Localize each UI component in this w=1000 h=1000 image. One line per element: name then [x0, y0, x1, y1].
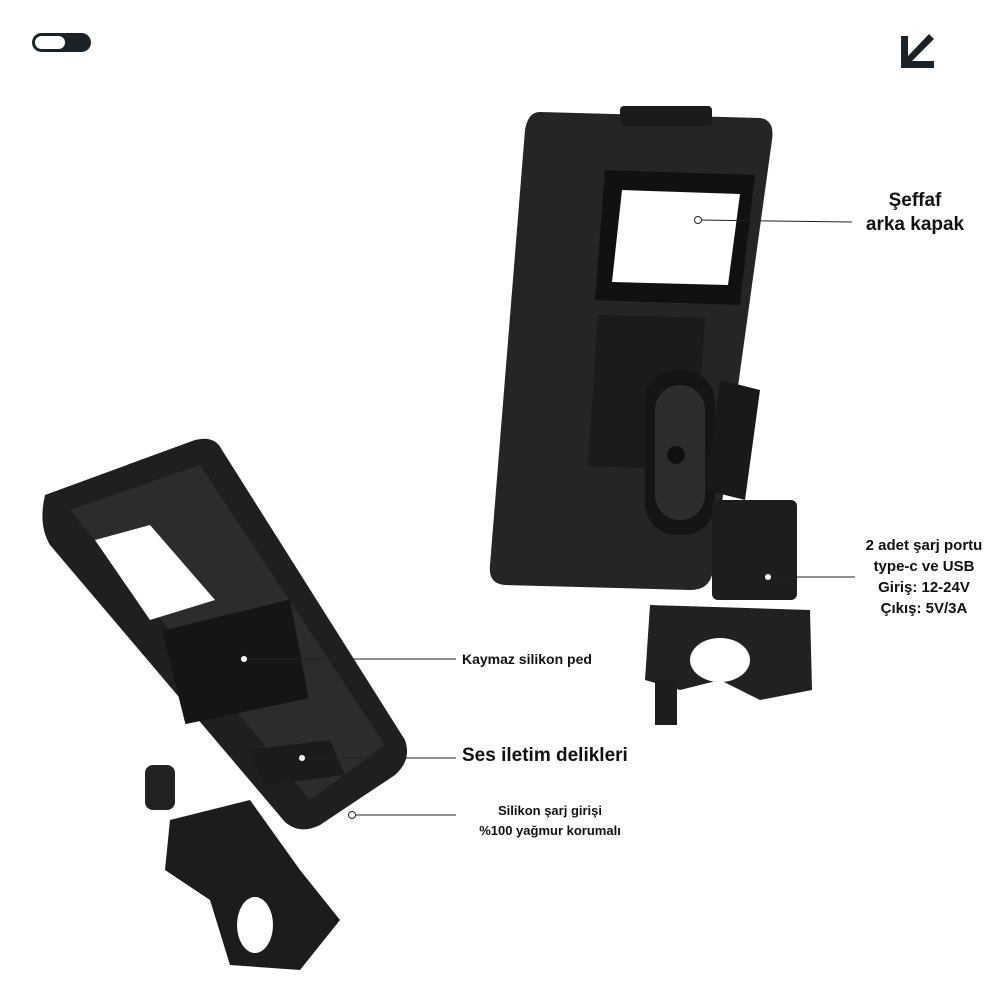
callout-back-cover: Şeffaf arka kapak: [850, 189, 980, 237]
callout-sound-holes: Ses iletim delikleri: [462, 745, 628, 766]
callout-charging-port: 2 adet şarj portu type-c ve USB Giriş: 1…: [850, 535, 998, 619]
callout-dot: [694, 216, 702, 224]
callout-line: arka kapak: [865, 213, 965, 235]
arrow-down-left-icon[interactable]: [898, 34, 936, 70]
callout-line: %100 yağmur korumalı: [479, 823, 621, 839]
callout-line: Şeffaf: [888, 190, 942, 211]
callout-line: Giriş: 12-24V: [878, 579, 970, 596]
callout-silicone-pad: Kaymaz silikon ped: [462, 651, 592, 667]
callout-line: type-c ve USB: [873, 558, 975, 575]
callout-dot: [240, 655, 248, 663]
callout-line: Silikon şarj girişi: [497, 803, 603, 818]
toggle-knob: [35, 36, 65, 49]
holder-back-view: [489, 106, 812, 725]
callout-line: 2 adet şarj portu: [865, 537, 983, 554]
callout-dot: [298, 754, 306, 762]
callout-line: Çıkış: 5V/3A: [880, 600, 968, 617]
toggle-switch[interactable]: [32, 33, 91, 52]
holder-front-view: [42, 438, 408, 970]
callout-dot: [764, 573, 772, 581]
callout-charging-input: Silikon şarj girişi %100 yağmur korumalı: [450, 801, 650, 841]
callout-dot: [348, 811, 356, 819]
